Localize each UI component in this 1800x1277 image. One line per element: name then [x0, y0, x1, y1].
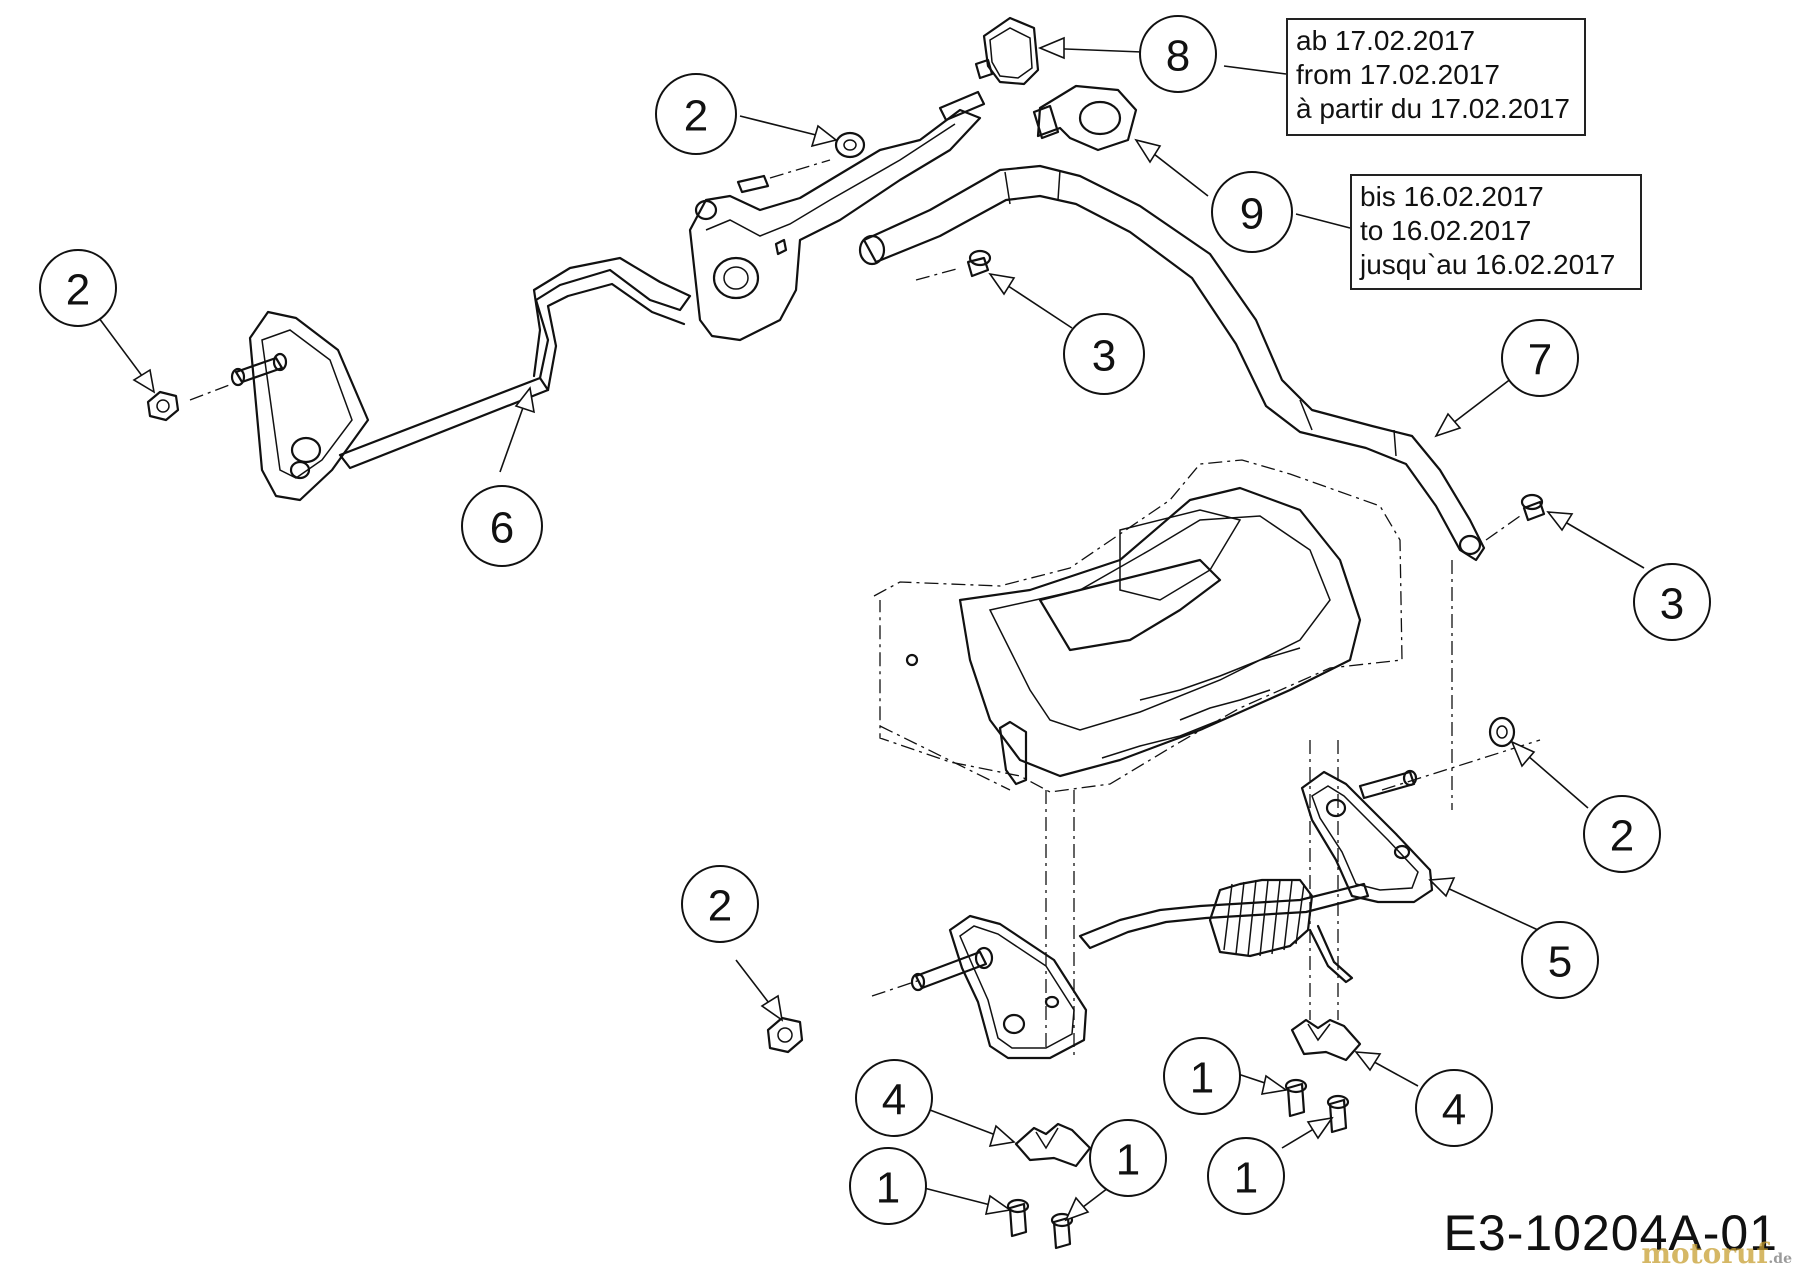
note-line: to 16.02.2017: [1360, 215, 1532, 246]
screw-1b: [1050, 1212, 1074, 1250]
leader-lines: [95, 36, 1645, 1222]
callout-8: 8: [1139, 15, 1217, 93]
callout-4-left: 4: [855, 1059, 933, 1137]
callout-label: 1: [876, 1164, 900, 1213]
callout-3-right: 3: [1633, 563, 1711, 641]
watermark-suffix: .de: [1768, 1251, 1792, 1267]
axle-clamp-right: [1290, 1018, 1362, 1062]
drawing-code: E3-10204A-01: [1443, 1205, 1778, 1261]
callout-7: 7: [1501, 319, 1579, 397]
callout-2-top: 2: [655, 73, 737, 155]
watermark-text: motoruf: [1641, 1237, 1769, 1270]
cable-clip-new: [974, 16, 1040, 86]
axle-clamp-left: [1014, 1122, 1092, 1168]
note-from-date: ab 17.02.2017 from 17.02.2017 à partir d…: [1286, 18, 1586, 136]
hex-nut-left: [146, 390, 180, 422]
washer-right: [1488, 716, 1516, 748]
callout-label: 2: [1610, 812, 1634, 861]
callout-label: 6: [490, 504, 514, 553]
callout-label: 2: [66, 266, 90, 315]
screw-1c: [1284, 1078, 1308, 1118]
callout-label: 3: [1660, 580, 1684, 629]
note-line: bis 16.02.2017: [1360, 181, 1544, 212]
callout-label: 4: [882, 1076, 906, 1125]
note-to-date: bis 16.02.2017 to 16.02.2017 jusqu`au 16…: [1350, 174, 1642, 290]
callout-4-right: 4: [1415, 1069, 1493, 1147]
height-adjust-lever: [189, 90, 986, 502]
note-line: from 17.02.2017: [1296, 59, 1500, 90]
callout-9: 9: [1211, 171, 1293, 253]
washer-top: [834, 131, 866, 159]
callout-2-right: 2: [1583, 795, 1661, 873]
callout-2-lower-left: 2: [681, 865, 759, 943]
callout-1-bottom-left: 1: [849, 1147, 927, 1225]
cable-clip-old: [1032, 84, 1138, 152]
callout-label: 4: [1442, 1086, 1466, 1135]
rear-axle-assembly: [910, 769, 1434, 1060]
assembly-lines: [871, 560, 1541, 1060]
callout-1-lower-right: 1: [1207, 1137, 1285, 1215]
callout-label: 2: [684, 92, 708, 141]
callout-label: 8: [1166, 32, 1190, 81]
screw-right: [1485, 493, 1546, 541]
callout-label: 5: [1548, 938, 1572, 987]
callout-2-left: 2: [39, 249, 117, 327]
callout-label: 7: [1528, 336, 1552, 385]
callout-label: 9: [1240, 190, 1264, 239]
callout-label: 1: [1190, 1054, 1214, 1103]
callout-label: 2: [708, 882, 732, 931]
hex-nut-lower-left: [766, 1016, 804, 1054]
note-line: ab 17.02.2017: [1296, 25, 1476, 56]
callout-label: 3: [1092, 332, 1116, 381]
screw-1d: [1326, 1094, 1350, 1134]
callout-label: 1: [1234, 1154, 1258, 1203]
callout-5: 5: [1521, 921, 1599, 999]
screw-1a: [1006, 1198, 1030, 1238]
callout-6: 6: [461, 485, 543, 567]
screw-upper: [915, 249, 992, 281]
upper-handle-bar: [858, 164, 1486, 562]
watermark-logo: motoruf.de: [1641, 1237, 1792, 1270]
note-line: à partir du 17.02.2017: [1296, 93, 1570, 124]
callout-3-upper: 3: [1063, 313, 1145, 395]
callout-label: 1: [1116, 1136, 1140, 1185]
mower-deck: [873, 459, 1403, 793]
callout-1-bottom-center: 1: [1089, 1119, 1167, 1197]
callout-1-mid-right: 1: [1163, 1037, 1241, 1115]
note-line: jusqu`au 16.02.2017: [1360, 249, 1616, 280]
